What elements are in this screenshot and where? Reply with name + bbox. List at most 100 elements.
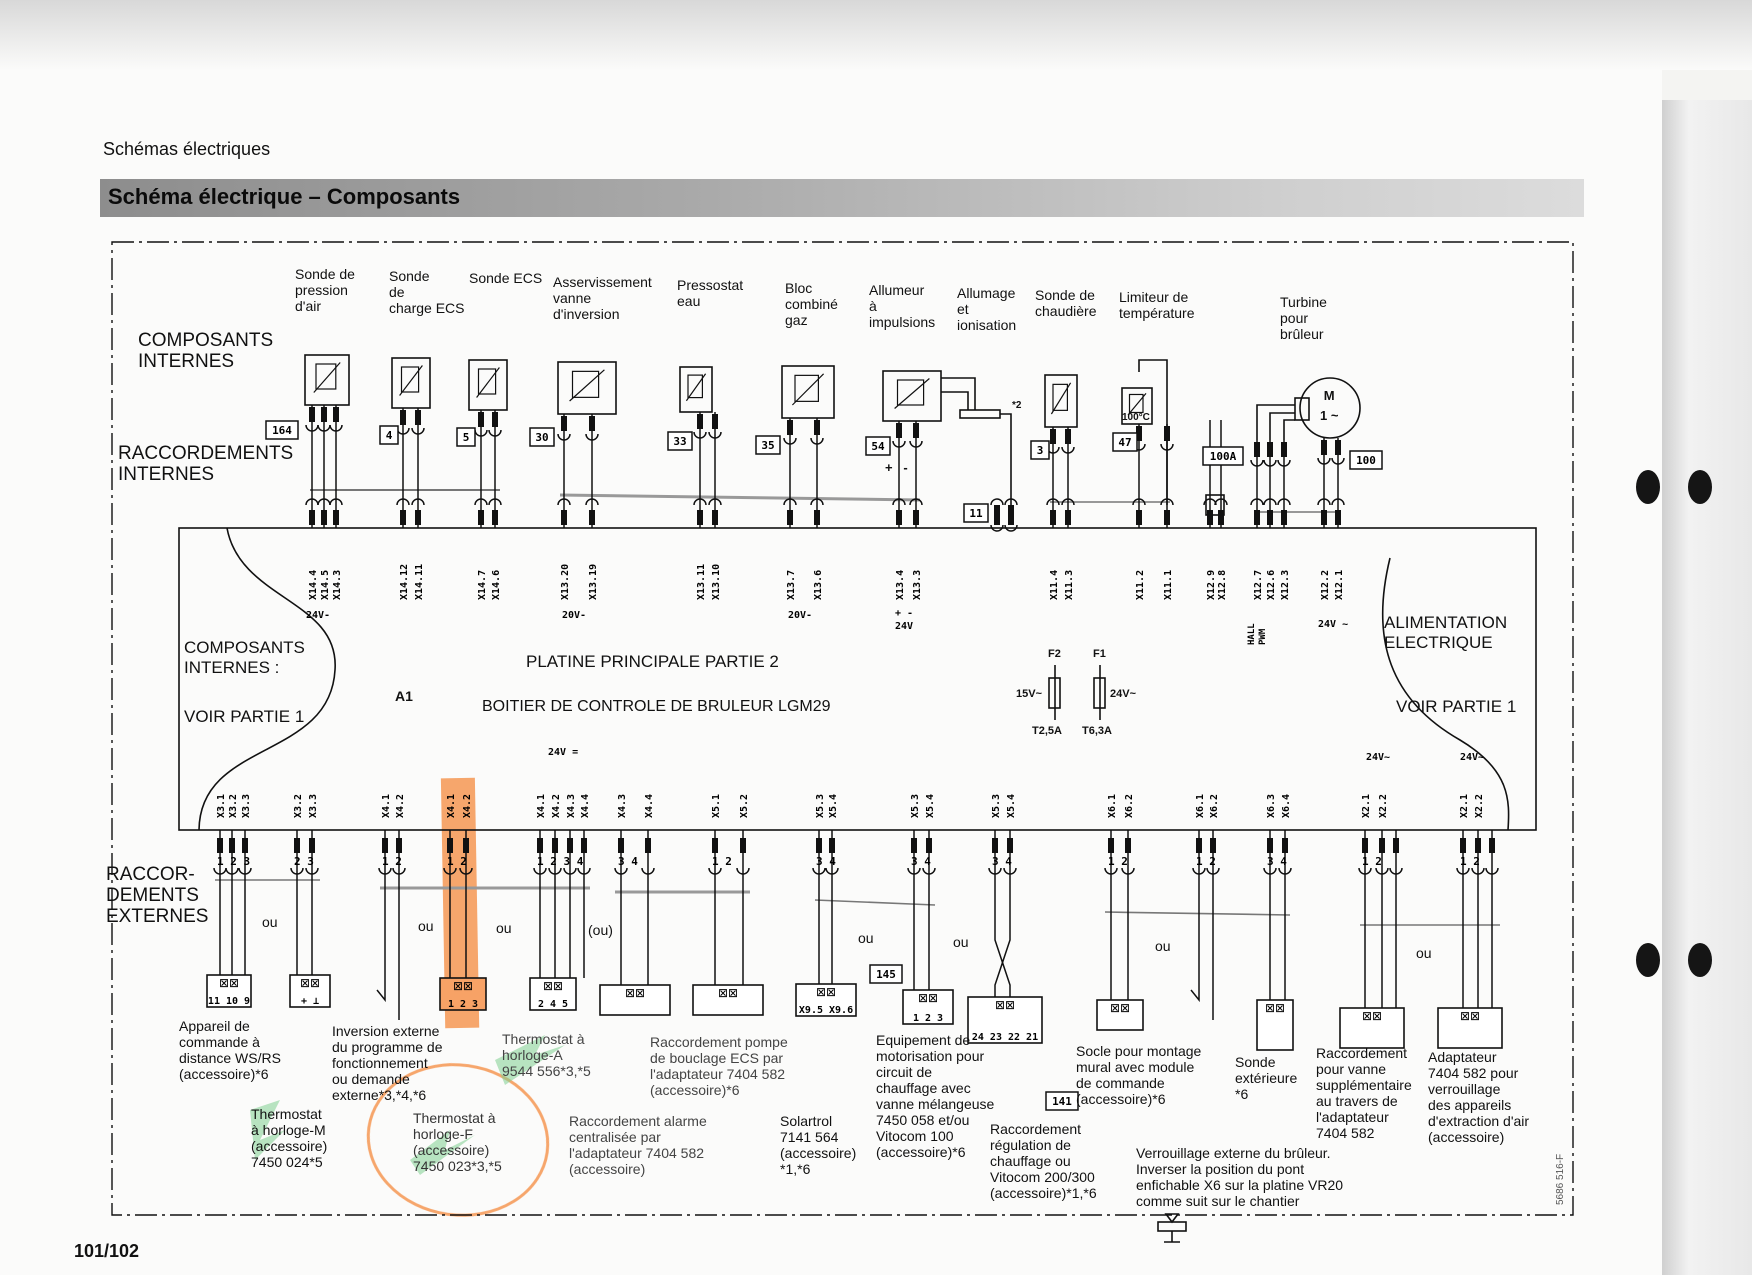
connector-pin bbox=[1196, 838, 1202, 853]
binder-edge bbox=[1636, 100, 1752, 1275]
screw-terminal-icon: ⊠⊠ bbox=[543, 979, 563, 993]
connector-socket bbox=[488, 498, 502, 506]
connector-pin bbox=[333, 407, 339, 422]
connector-socket bbox=[909, 498, 923, 506]
binder-hole bbox=[1688, 943, 1712, 977]
connector-socket bbox=[411, 427, 425, 435]
component-number: 33 bbox=[673, 435, 686, 448]
component-symbol bbox=[1044, 374, 1078, 428]
voltage-label: + - bbox=[895, 608, 913, 619]
component-label: Sonde de charge ECS bbox=[389, 268, 465, 316]
zone-internal-connections: RACCORDEMENTS INTERNES bbox=[118, 443, 294, 485]
connector-socket bbox=[1004, 498, 1018, 506]
component-number-badge bbox=[869, 964, 903, 984]
or-label: ou bbox=[418, 918, 434, 934]
connector-pin bbox=[1218, 510, 1224, 525]
component-symbol-mark bbox=[313, 362, 341, 393]
component-symbol-mark bbox=[1050, 382, 1072, 415]
connector-socket bbox=[563, 867, 577, 875]
component-number-badge bbox=[379, 425, 399, 445]
external-device-symbol bbox=[795, 983, 857, 1017]
component-number-badge bbox=[963, 503, 989, 523]
device-label: Verrouillage externe du brûleur. Inverse… bbox=[1136, 1145, 1344, 1209]
board-pin-label: X6.2 bbox=[1209, 794, 1220, 818]
device-label: Inversion externe du programme de foncti… bbox=[332, 1023, 443, 1103]
terminal-numbers: 1 2 bbox=[712, 855, 732, 868]
component-symbol bbox=[468, 359, 508, 411]
connector-pin bbox=[321, 407, 327, 422]
external-device-symbol bbox=[1437, 1007, 1503, 1049]
connector-socket bbox=[459, 867, 473, 875]
connector-socket bbox=[922, 867, 936, 875]
board-pin-label: X5.3 bbox=[991, 794, 1002, 818]
connector-socket bbox=[693, 431, 707, 439]
device-label: Solartrol 7141 564 (accessoire) *1,*6 bbox=[780, 1113, 857, 1177]
board-pin-label: X14.3 bbox=[332, 570, 343, 600]
connector-socket bbox=[1389, 867, 1403, 875]
connector-pin bbox=[321, 510, 327, 525]
terminal-numbers: 3 4 bbox=[911, 855, 931, 868]
connector-socket bbox=[1277, 459, 1291, 467]
external-device-symbol bbox=[439, 977, 487, 1011]
component-symbol-mark bbox=[476, 367, 500, 398]
connector-pin bbox=[537, 838, 543, 853]
component-number: 164 bbox=[272, 424, 292, 437]
connector-socket bbox=[488, 429, 502, 437]
connector-pin bbox=[697, 510, 703, 525]
component-number: 35 bbox=[761, 439, 774, 452]
connector-pin bbox=[1460, 838, 1466, 853]
connector-pin bbox=[561, 510, 567, 525]
board-pin-label: X4.4 bbox=[644, 794, 655, 818]
connector-pin bbox=[1136, 510, 1142, 525]
connector-socket bbox=[443, 867, 457, 875]
component-symbol bbox=[1121, 387, 1153, 425]
connector-socket bbox=[1004, 524, 1018, 532]
board-pin-label: X6.3 bbox=[1266, 794, 1277, 818]
fuse-voltage: 24V~ bbox=[1110, 688, 1136, 700]
connector-socket bbox=[810, 498, 824, 506]
device-label: Thermostat à horloge-F (accessoire) 7450… bbox=[413, 1110, 502, 1174]
connector-socket bbox=[907, 867, 921, 875]
component-symbol-mark bbox=[894, 378, 930, 409]
board-pin-label: X14.7 bbox=[477, 570, 488, 600]
connector-pin bbox=[1254, 442, 1260, 457]
limiter-temp-label: 100°C bbox=[1122, 412, 1150, 423]
connector-pin bbox=[712, 414, 718, 429]
connector-socket bbox=[892, 440, 906, 448]
board-pin-label: X12.3 bbox=[1280, 570, 1291, 600]
connector-socket bbox=[990, 498, 1004, 506]
terminal-numbers: 1 2 bbox=[1362, 855, 1382, 868]
connector-socket bbox=[909, 440, 923, 448]
board-pin-label: X2.1 bbox=[1459, 794, 1470, 818]
component-symbol-mark bbox=[569, 369, 605, 402]
connector-pin bbox=[896, 510, 902, 525]
board-pin-label: X13.6 bbox=[813, 570, 824, 600]
board-pin-label: X13.7 bbox=[786, 570, 797, 600]
connector-pin bbox=[294, 838, 300, 853]
board-pin-label: X3.1 bbox=[216, 794, 227, 818]
connector-pin bbox=[589, 416, 595, 431]
connector-pin bbox=[1267, 442, 1273, 457]
footnote-marker: *2 bbox=[1012, 400, 1022, 411]
connector-pin bbox=[814, 510, 820, 525]
connector-pin bbox=[552, 838, 558, 853]
binder-hole bbox=[1688, 470, 1712, 504]
board-pin-label: X4.2 bbox=[462, 794, 473, 818]
scan-shadow bbox=[0, 0, 1752, 70]
screw-terminal-icon: ⊠⊠ bbox=[453, 979, 473, 993]
board-pin-label: X4.4 bbox=[580, 794, 591, 818]
component-number-badge bbox=[456, 427, 476, 447]
connector-pin bbox=[309, 407, 315, 422]
board-pin-label: X13.10 bbox=[711, 564, 722, 600]
fuse-rating: T2,5A bbox=[1032, 725, 1062, 737]
connector-pin bbox=[1050, 510, 1056, 525]
connector-socket bbox=[1132, 498, 1146, 506]
board-left-see: VOIR PARTIE 1 bbox=[184, 707, 305, 726]
device-terminal-labels: 1 2 3 bbox=[448, 999, 478, 1010]
device-terminal-labels: 24 23 22 21 bbox=[972, 1032, 1038, 1043]
board-pin-label: X3.2 bbox=[293, 794, 304, 818]
connector-pin bbox=[1282, 838, 1288, 853]
connector-socket bbox=[783, 498, 797, 506]
connector-socket bbox=[693, 498, 707, 506]
board-pin-label: X4.1 bbox=[446, 794, 457, 818]
